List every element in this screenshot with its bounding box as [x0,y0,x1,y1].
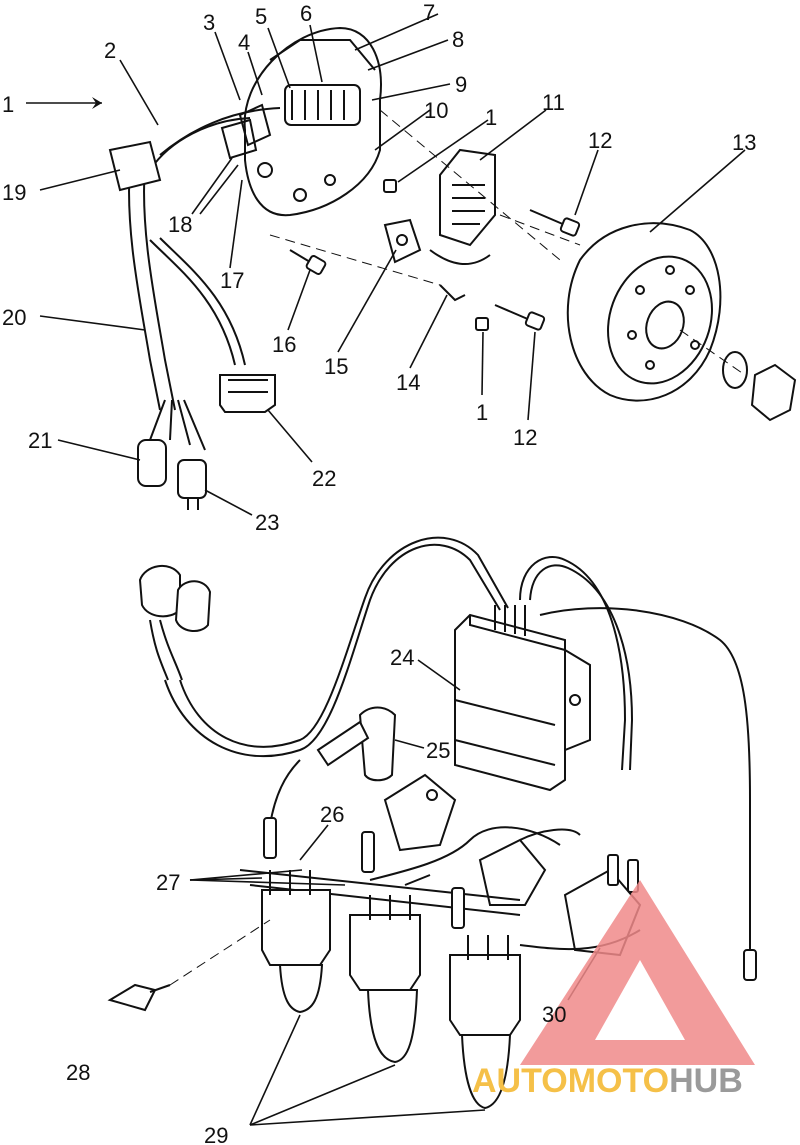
callout-20: 20 [2,305,26,330]
callout-21: 21 [28,428,52,453]
watermark-moto: MOTO [568,1062,669,1100]
callout-29: 29 [204,1123,228,1145]
cdi-module [454,605,591,792]
callout-11: 11 [542,90,565,115]
screw-28 [107,919,271,1012]
flywheel [566,222,797,422]
callout-5: 5 [255,4,267,29]
callout-14: 14 [396,370,420,395]
callout-9: 9 [455,72,467,97]
callout-18: 18 [168,212,192,237]
watermark-hub: HUB [669,1062,743,1100]
fasteners [289,179,581,331]
callout-15: 15 [324,354,348,379]
callout-4: 4 [238,30,250,55]
ignition-coils [239,773,757,1110]
callout-23: 23 [255,510,279,535]
callout-3: 3 [203,10,215,35]
arrowhead-icon [92,97,102,109]
callout-22: 22 [312,466,336,491]
callout-30: 30 [542,1002,566,1027]
callout-1-b: 1 [485,105,497,130]
callout-labels: 1 2 3 4 5 6 7 8 9 10 1 11 12 13 19 18 17… [2,0,756,1145]
pulse-coil [383,218,422,264]
connector-22 [219,374,276,413]
callout-8: 8 [452,27,464,52]
main-harness [164,536,751,950]
callout-12-b: 12 [513,425,537,450]
callout-12: 12 [588,128,612,153]
callout-19: 19 [2,180,26,205]
callout-1: 1 [2,92,14,117]
callout-16: 16 [272,332,296,357]
callout-10: 10 [424,98,448,123]
alignment-lines [269,109,746,376]
watermark-auto: AUTO [472,1062,568,1100]
callout-6: 6 [300,1,312,26]
callout-17: 17 [220,268,244,293]
watermark-logo [520,880,755,1065]
callout-2: 2 [104,38,116,63]
watermark-triangle [520,880,755,1065]
callout-1-c: 1 [476,400,488,425]
callout-26: 26 [320,802,344,827]
connectors-21-23 [137,439,207,510]
lighting-coil [429,148,496,302]
callout-28: 28 [66,1060,90,1085]
mating-connectors [138,565,212,681]
callout-7: 7 [423,0,435,25]
spark-cap [269,706,397,826]
watermark-text: AUTOMOTOHUB [472,1062,743,1100]
callout-25: 25 [426,738,450,763]
stator-assembly [220,26,382,217]
callout-13: 13 [732,130,756,155]
callout-27: 27 [156,870,180,895]
stator-harness [108,107,281,451]
leader-lines [26,13,746,1126]
callout-24: 24 [390,645,414,670]
